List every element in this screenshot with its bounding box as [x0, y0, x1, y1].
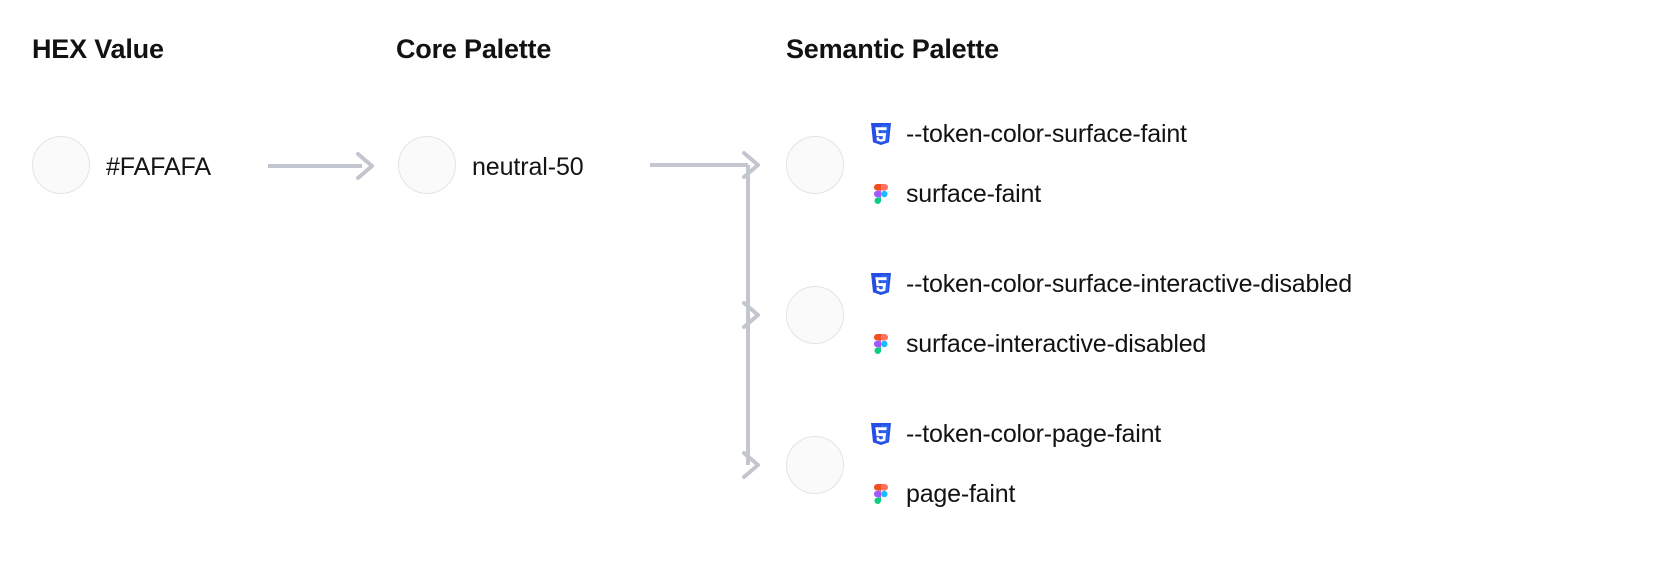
- branch-connector-core-to-semantic-icon: [650, 151, 760, 479]
- figma-icon: [868, 181, 894, 207]
- column-header-semantic-palette: Semantic Palette: [786, 34, 999, 64]
- semantic-token-css-row[interactable]: --token-color-surface-faint: [868, 121, 1187, 147]
- figma-icon: [868, 481, 894, 507]
- core-value-label: neutral-50: [472, 153, 584, 181]
- figma-token-label: surface-interactive-disabled: [906, 329, 1207, 358]
- semantic-token-figma-row[interactable]: surface-faint: [868, 181, 1041, 207]
- css-token-label: --token-color-surface-faint: [906, 119, 1187, 148]
- column-header-hex-value: HEX Value: [32, 34, 164, 64]
- css-token-label: --token-color-page-faint: [906, 419, 1162, 448]
- figma-token-label: surface-faint: [906, 179, 1041, 208]
- arrow-hex-to-core-icon: [268, 152, 374, 180]
- column-header-core-palette: Core Palette: [396, 34, 552, 64]
- semantic-token-css-row[interactable]: --token-color-page-faint: [868, 421, 1161, 447]
- swatch-semantic-page-faint[interactable]: [786, 436, 844, 494]
- swatch-hex-fafafa[interactable]: [32, 136, 90, 194]
- css-token-label: --token-color-surface-interactive-disabl…: [906, 269, 1352, 298]
- swatch-semantic-surface-faint[interactable]: [786, 136, 844, 194]
- css3-icon: [868, 421, 894, 447]
- swatch-semantic-surface-interactive-disabled[interactable]: [786, 286, 844, 344]
- semantic-token-figma-row[interactable]: page-faint: [868, 481, 1015, 507]
- semantic-token-figma-row[interactable]: surface-interactive-disabled: [868, 331, 1206, 357]
- swatch-core-neutral-50[interactable]: [398, 136, 456, 194]
- hex-value-label: #FAFAFA: [106, 153, 211, 181]
- figma-token-label: page-faint: [906, 479, 1016, 508]
- css3-icon: [868, 271, 894, 297]
- css3-icon: [868, 121, 894, 147]
- semantic-token-css-row[interactable]: --token-color-surface-interactive-disabl…: [868, 271, 1352, 297]
- figma-icon: [868, 331, 894, 357]
